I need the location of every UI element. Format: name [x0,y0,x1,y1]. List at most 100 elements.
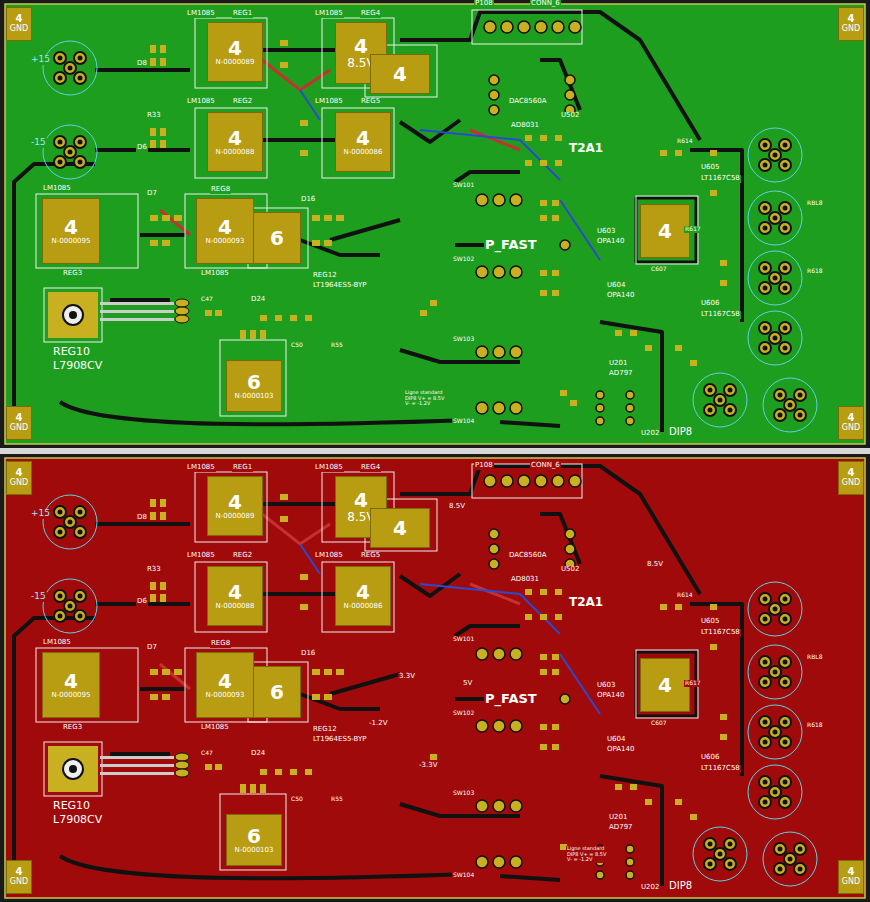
silkscreen-label: LM1085 [186,552,216,560]
ground-pad: 4GND [6,860,32,894]
pad-number: 4 [228,492,242,513]
silkscreen-label: D8 [136,514,148,522]
pad-number: 4 [16,468,23,479]
pad-number: 4 [354,490,368,511]
silkscreen-label: LT1964ES5-BYP [312,282,368,290]
silkscreen-label: R617 [684,226,702,233]
silkscreen-label: U605 [700,164,720,172]
silkscreen-label: REG12 [312,272,338,280]
tab-pad: 4 [370,508,430,548]
net-name: GND [842,424,860,433]
silkscreen-label: D7 [146,190,158,198]
top-layer [14,10,817,436]
pad-number: 4 [228,128,242,149]
pad-number: 4 [848,413,855,424]
net-name: N-0000089 [216,513,255,521]
silkscreen-label: AD797 [608,370,634,378]
silkscreen-label: U202 [640,430,660,438]
net-name: N-0000093 [206,692,245,700]
pad-number: 4 [393,64,407,85]
net-name: N-0000086 [344,603,383,611]
silkscreen-label: U606 [700,300,720,308]
pad-number: 4 [64,217,78,238]
silkscreen-label: SW103 [452,336,475,343]
silkscreen-label: 3.3V [398,673,416,681]
silkscreen-label: L7908CV [52,360,103,372]
silkscreen-label: REG8 [210,640,231,648]
silkscreen-label: LT1964ES5-BYP [312,736,368,744]
silkscreen-label: SW101 [452,636,475,643]
silkscreen-label: U605 [700,618,720,626]
silkscreen-label: D16 [300,650,316,658]
silkscreen-label: LM1085 [186,10,216,18]
silkscreen-label: R55 [330,796,344,803]
silkscreen-label: LM1085 [42,185,72,193]
silkscreen-label: U603 [596,228,616,236]
pad-number: 6 [270,682,284,703]
silkscreen-label: C50 [290,796,304,803]
silkscreen-label: REG10 [52,346,91,358]
silkscreen-label: Ligne standard DIP8 V+ = 8.5V V- = -1.2V [404,390,450,407]
net-name: N-0000103 [235,393,274,401]
silkscreen-label: +15 [30,509,51,519]
net-name: N-0000093 [206,238,245,246]
silkscreen-label: OPA140 [606,292,635,300]
silkscreen-label: RBL8 [806,200,823,207]
net-name: N-0000095 [52,692,91,700]
silkscreen-label: DIP8 [668,426,693,437]
silkscreen-label: R617 [684,680,702,687]
silkscreen-label: REG12 [312,726,338,734]
silkscreen-label: T2A1 [568,596,604,609]
silkscreen-label: AD8031 [510,122,540,130]
silkscreen-label: R33 [146,112,162,120]
tab-pad: 4 [640,658,690,712]
tab-pad: 4 [640,204,690,258]
silkscreen-label: LM1085 [186,98,216,106]
tab-pad: 4N-0000086 [335,566,391,626]
ground-pad: 4GND [838,461,864,495]
silkscreen-label: P_FAST [484,238,538,252]
net-name: N-0000088 [216,603,255,611]
ground-pad: 4GND [6,7,32,41]
board-frame [0,454,870,902]
silkscreen-label: U201 [608,814,628,822]
silkscreen-label: L7908CV [52,814,103,826]
tab-pad: 6 [253,666,301,718]
tab-pad: 4N-0000088 [207,112,263,172]
silkscreen-label: U201 [608,360,628,368]
silkscreen-label: REG8 [210,186,231,194]
silkscreen-label: 8.5V [646,561,664,569]
silkscreen-label: CONN_6 [530,462,561,470]
net-name: N-0000086 [344,149,383,157]
silkscreen-label: -3.3V [418,762,438,770]
net-name: GND [10,25,28,34]
silkscreen-label: R33 [146,566,162,574]
net-name: GND [10,878,28,887]
silkscreen-label: D8 [136,60,148,68]
silkscreen-label: REG5 [360,552,381,560]
silkscreen-label: AD8031 [510,576,540,584]
silkscreen-label: REG2 [232,552,253,560]
silkscreen-label: P108 [474,462,494,470]
silkscreen-label: U202 [640,884,660,892]
silkscreen-label: OPA140 [606,746,635,754]
silkscreen-label: -15 [30,592,47,602]
silkscreen-label: LT1167C58 [700,765,741,773]
silkscreen-label: C50 [290,342,304,349]
ground-pad: 4GND [6,406,32,440]
ground-pad: 4GND [838,406,864,440]
tab-pad: 6N-0000103 [226,814,282,866]
silkscreen-label: SW101 [452,182,475,189]
net-name: N-0000089 [216,59,255,67]
silkscreen-label: U604 [606,282,626,290]
silkscreen-label: U603 [596,682,616,690]
silkscreen-label: P_FAST [484,692,538,706]
silkscreen-label: REG3 [62,724,83,732]
silkscreen-label: RBL8 [806,654,823,661]
bottom-copper-ground [5,458,865,898]
tab-pad: 6N-0000103 [226,360,282,412]
tab-pad: 6 [253,212,301,264]
silkscreen-label: REG1 [232,464,253,472]
silkscreen-label: D24 [250,750,266,758]
silkscreen-label: OPA140 [596,692,625,700]
